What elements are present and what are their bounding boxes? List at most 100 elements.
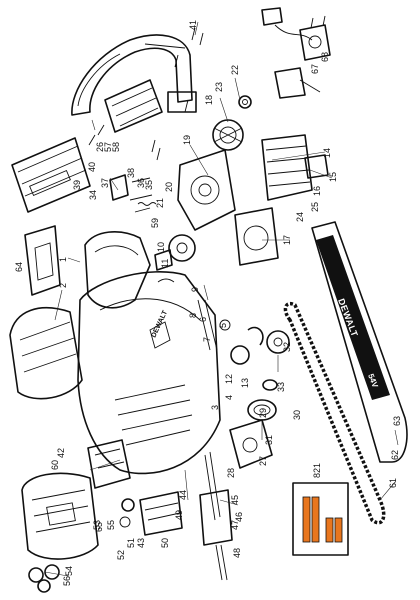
part-label-61: 61	[388, 478, 398, 488]
part-battery-pack	[11, 137, 91, 213]
part-label-64: 64	[14, 262, 24, 272]
part-label-821: 821	[312, 463, 322, 478]
part-label-17: 17	[282, 235, 292, 245]
part-drive-sprocket	[266, 330, 290, 354]
part-label-33: 33	[276, 382, 286, 392]
part-label-21: 21	[155, 198, 165, 208]
part-label-47: 47	[230, 520, 240, 530]
part-label-8: 8	[188, 313, 198, 318]
part-label-32: 32	[282, 342, 292, 352]
part-front-handle	[71, 34, 197, 116]
part-label-31: 31	[264, 435, 274, 445]
part-sprocket-area	[197, 299, 264, 365]
part-handle-clamp	[104, 79, 163, 133]
bar-icon-short-2	[334, 517, 343, 543]
part-label-60: 60	[50, 460, 60, 470]
part-label-68: 68	[320, 52, 330, 62]
part-label-38: 38	[126, 168, 136, 178]
part-label-13: 13	[240, 378, 250, 388]
part-label-63: 63	[392, 416, 402, 426]
part-label-57: 57	[103, 142, 113, 152]
part-label-50: 50	[160, 538, 170, 548]
part-label-42: 42	[56, 448, 66, 458]
part-label-40: 40	[87, 162, 97, 172]
part-label-35: 35	[144, 180, 154, 190]
part-label-55: 55	[106, 520, 116, 530]
part-label-43: 43	[136, 538, 146, 548]
part-label-18: 18	[204, 95, 214, 105]
part-switch-harness	[261, 7, 331, 99]
part-label-36: 36	[136, 178, 146, 188]
part-label-6: 6	[198, 317, 208, 322]
part-label-2: 2	[58, 283, 68, 288]
part-label-67: 67	[310, 64, 320, 74]
part-label-39: 39	[72, 180, 82, 190]
part-label-29: 29	[258, 408, 268, 418]
part-label-44: 44	[178, 490, 188, 500]
part-label-19: 19	[182, 135, 192, 145]
part-label-34: 34	[88, 190, 98, 200]
part-label-20: 20	[164, 182, 174, 192]
part-label-51: 51	[126, 538, 136, 548]
part-label-7: 7	[202, 337, 212, 342]
part-label-23: 23	[214, 82, 224, 92]
part-label-65: 65	[94, 522, 104, 532]
bar-icon-long-2	[311, 496, 320, 543]
part-small-clips	[154, 249, 175, 283]
part-knobs	[28, 564, 60, 593]
part-label-11: 11	[160, 259, 170, 268]
part-trigger	[87, 439, 131, 489]
part-chain-brake	[229, 419, 273, 469]
leader-lines	[44, 21, 399, 577]
part-label-1: 1	[58, 257, 68, 262]
bar-icon-long-1	[302, 496, 311, 543]
part-label-25: 25	[310, 202, 320, 212]
part-label-46: 46	[234, 512, 244, 522]
part-main-housing	[84, 231, 151, 309]
part-821-bar-icon	[292, 482, 349, 556]
part-label-3: 3	[210, 405, 220, 410]
part-label-53: 53	[92, 520, 102, 530]
part-label-62: 62	[390, 450, 400, 460]
part-label-48: 48	[232, 548, 242, 558]
part-label-22: 22	[230, 65, 240, 75]
part-label-27: 27	[258, 456, 268, 466]
part-label-12: 12	[224, 374, 234, 384]
bar-icon-short-1	[325, 517, 334, 543]
part-label-54: 54	[64, 566, 74, 576]
part-gearbox-housing	[168, 149, 236, 262]
part-label-45: 45	[230, 495, 240, 505]
part-label-30: 30	[292, 410, 302, 420]
part-label-26: 26	[95, 142, 105, 152]
part-label-4: 4	[224, 395, 234, 400]
part-label-59: 59	[150, 218, 160, 228]
part-label-37: 37	[100, 178, 110, 188]
part-label-52: 52	[116, 550, 126, 560]
part-number-labels: 4122231819202114151617242567682657584039…	[14, 20, 402, 586]
part-screws	[88, 15, 326, 161]
part-label-58: 58	[111, 142, 121, 152]
part-label-10: 10	[156, 242, 166, 252]
part-label-56: 56	[62, 576, 72, 586]
part-gear-set	[212, 95, 252, 151]
part-plate-bolts	[199, 451, 233, 581]
part-motor-assembly	[234, 134, 329, 266]
part-label-15: 15	[328, 172, 338, 182]
part-label-14: 14	[322, 148, 332, 158]
part-latch-springs	[109, 174, 157, 213]
part-hanger-strap	[24, 225, 61, 296]
part-guide-bar: DEWALT 54V	[311, 221, 408, 463]
part-rear-cover	[9, 307, 83, 400]
part-label-5: 5	[218, 323, 228, 328]
part-label-28: 28	[226, 468, 236, 478]
body-brand-text: DEWALT	[150, 309, 169, 339]
part-label-24: 24	[295, 212, 305, 222]
part-label-9: 9	[190, 287, 200, 292]
part-label-16: 16	[312, 186, 322, 196]
part-label-41: 41	[188, 20, 198, 30]
part-lower-bracket	[119, 491, 183, 536]
part-label-49: 49	[174, 510, 184, 520]
part-side-cover	[21, 472, 99, 560]
